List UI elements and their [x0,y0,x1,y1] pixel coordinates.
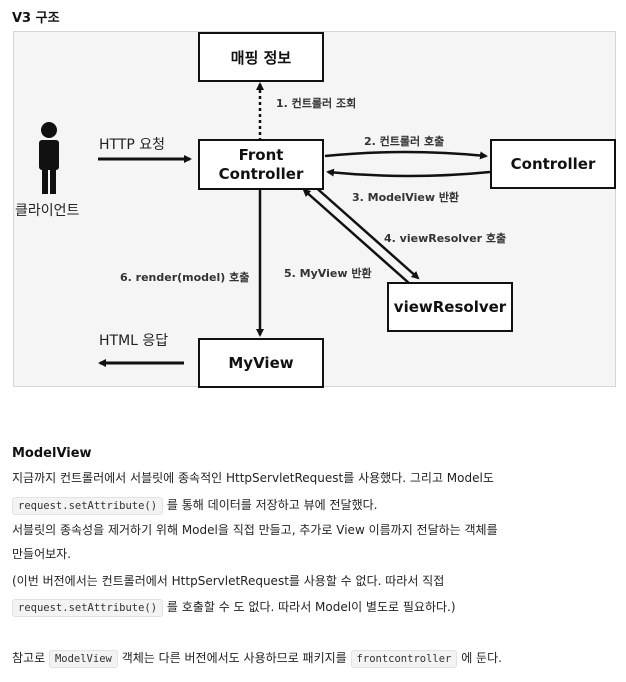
myview-box: MyView [198,338,324,388]
step1-label: 1. 컨트롤러 조회 [276,97,357,110]
inline-code: ModelView [48,650,118,668]
front-controller-label-1: Front [238,145,284,164]
section-title: ModelView [12,446,92,461]
architecture-diagram: 매핑 정보 Front Controller Controller viewRe… [13,31,616,388]
client-label: 클라이언트 [15,203,80,219]
step5-label: 5. MyView 반환 [284,267,372,280]
inline-code: request.setAttribute() [12,497,164,515]
myview-label: MyView [228,354,294,372]
arrow-step2 [324,150,488,160]
paragraph-3-line-1: (이번 버전에서는 컨트롤러에서 HttpServletRequest를 사용할… [12,572,444,590]
controller-label: Controller [510,155,596,173]
http-request-label: HTTP 요청 [99,137,166,153]
paragraph-3-text-a: (이번 버전에서는 컨트롤러에서 HttpServletRequest를 사용할… [12,574,445,588]
paragraph-3-text-b: 를 호출할 수 도 없다. 따라서 Model이 별도로 필요하다.) [166,600,456,614]
arrow-step5 [302,188,411,285]
view-resolver-label: viewResolver [393,298,507,316]
paragraph-2-line-2: 만들어보자. [12,545,71,563]
mapping-info-label: 매핑 정보 [230,48,292,67]
step3-label: 3. ModelView 반환 [352,191,460,204]
inline-code: frontcontroller [350,650,458,668]
paragraph-2-line-1: 서블릿의 종속성을 제거하기 위해 Model을 직접 만들고, 추가로 Vie… [12,521,498,539]
paragraph-4: 참고로 ModelView 객체는 다른 버전에서도 사용하므로 패키지를 fr… [12,649,502,668]
paragraph-2-text-b: 만들어보자. [12,547,72,561]
arrow-step3 [326,168,491,178]
paragraph-1-line-1: 지금까지 컨트롤러에서 서블릿에 종속적인 HttpServletRequest… [12,469,494,487]
paragraph-1-text-b: 를 통해 데이터를 저장하고 뷰에 전달했다. [166,498,378,512]
step2-label: 2. 컨트롤러 호출 [364,135,445,148]
arrow-step4 [311,183,420,280]
front-controller-label-2: Controller [218,164,304,183]
mapping-info-box: 매핑 정보 [198,32,324,82]
paragraph-3-line-2: request.setAttribute() 를 호출할 수 도 없다. 따라서… [12,598,456,617]
diagram-arrows [39,82,491,367]
html-response-label: HTML 응답 [99,333,169,349]
front-controller-box: Front Controller [198,139,324,190]
paragraph-1-line-2: request.setAttribute() 를 통해 데이터를 저장하고 뷰에… [12,496,377,515]
paragraph-4-text-c: 에 둔다. [461,651,502,665]
paragraph-1-text-a: 지금까지 컨트롤러에서 서블릿에 종속적인 HttpServletRequest… [12,471,494,485]
paragraph-2-text-a: 서블릿의 종속성을 제거하기 위해 Model을 직접 만들고, 추가로 Vie… [12,523,498,537]
paragraph-4-text-a: 참고로 [12,651,46,665]
page-title: V3 구조 [12,11,60,26]
step4-label: 4. viewResolver 호출 [384,232,507,245]
controller-box: Controller [490,139,616,189]
step6-label: 6. render(model) 호출 [120,271,250,284]
client-person-icon [39,122,59,194]
paragraph-4-text-b: 객체는 다른 버전에서도 사용하므로 패키지를 [121,651,347,665]
inline-code: request.setAttribute() [12,599,164,617]
view-resolver-box: viewResolver [387,282,513,332]
